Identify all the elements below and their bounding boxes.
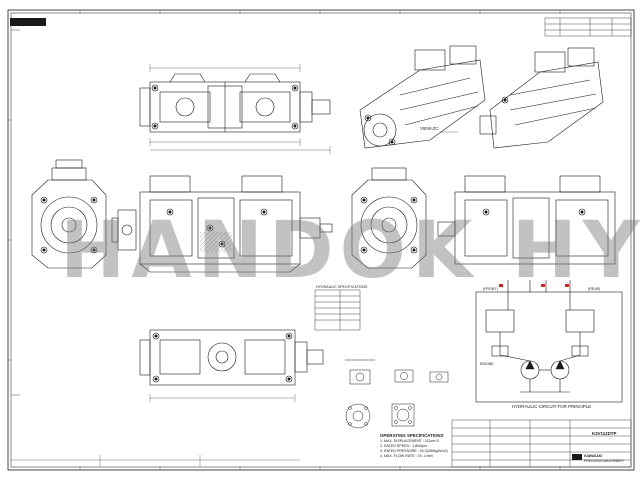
top-view-dimensions — [149, 64, 331, 154]
detail-view-port-a — [345, 359, 375, 385]
drawing-number-tab — [10, 18, 46, 26]
detail-view-port-c — [429, 371, 449, 383]
spec-line-1: 1. MAX. DISPLACEMENT : 112cm^3 — [380, 439, 439, 443]
isometric-view-right — [479, 47, 604, 149]
spec-line-2: 2. RATED SPEED : 1,800rpm — [380, 444, 428, 448]
side-elevation-view-right — [437, 175, 616, 265]
frame-tick-marks — [8, 10, 561, 470]
detail-view-flange-a — [345, 403, 371, 429]
spec-table — [314, 289, 361, 331]
circuit-accent-marks — [499, 284, 569, 287]
spec-line-3: 3. RATED PRESSURE : 34.3(350kgf/cm2) — [380, 449, 448, 453]
front-end-view-right — [351, 167, 427, 269]
title-block — [451, 419, 632, 468]
side-port-view — [111, 209, 137, 251]
circuit-caption: HYDRAULIC CIRCUIT FOR PRINCIPLE — [512, 404, 592, 409]
top-plan-view — [139, 73, 331, 133]
view-label: VIEW-ZC — [420, 126, 439, 131]
part-number: K3V112DTP — [592, 431, 617, 436]
revision-block — [544, 17, 632, 37]
hydraulic-circuit — [475, 280, 623, 403]
notes-frame — [11, 455, 300, 467]
detail-view-port-b — [394, 369, 414, 383]
circuit-rear-label: (REAR) — [588, 287, 601, 291]
front-end-view-left — [31, 159, 107, 269]
spec-title: OPERATING SPECIFICATIONS — [380, 433, 444, 438]
company-sub: PRECISION MACHINERY — [584, 459, 624, 463]
detail-view-flange-b — [391, 403, 415, 427]
isometric-view-left — [359, 45, 486, 149]
company-logo — [572, 454, 582, 460]
engine-label: ENGINE — [480, 362, 494, 366]
bottom-view-dimensions — [149, 394, 296, 402]
bottom-plan-view — [139, 329, 324, 386]
circuit-front-label: (FRONT) — [483, 287, 498, 291]
side-elevation-view — [139, 175, 333, 273]
side-view-hatch — [200, 232, 232, 252]
spec-line-4: 4. MAX. FLOW RATE : 2X..L/min — [380, 454, 433, 458]
drawing-frame — [7, 9, 635, 471]
spec-table-title: HYDRAULIC SPECIFICATIONS — [316, 285, 368, 289]
company-name: KAWASAKI — [584, 454, 603, 458]
